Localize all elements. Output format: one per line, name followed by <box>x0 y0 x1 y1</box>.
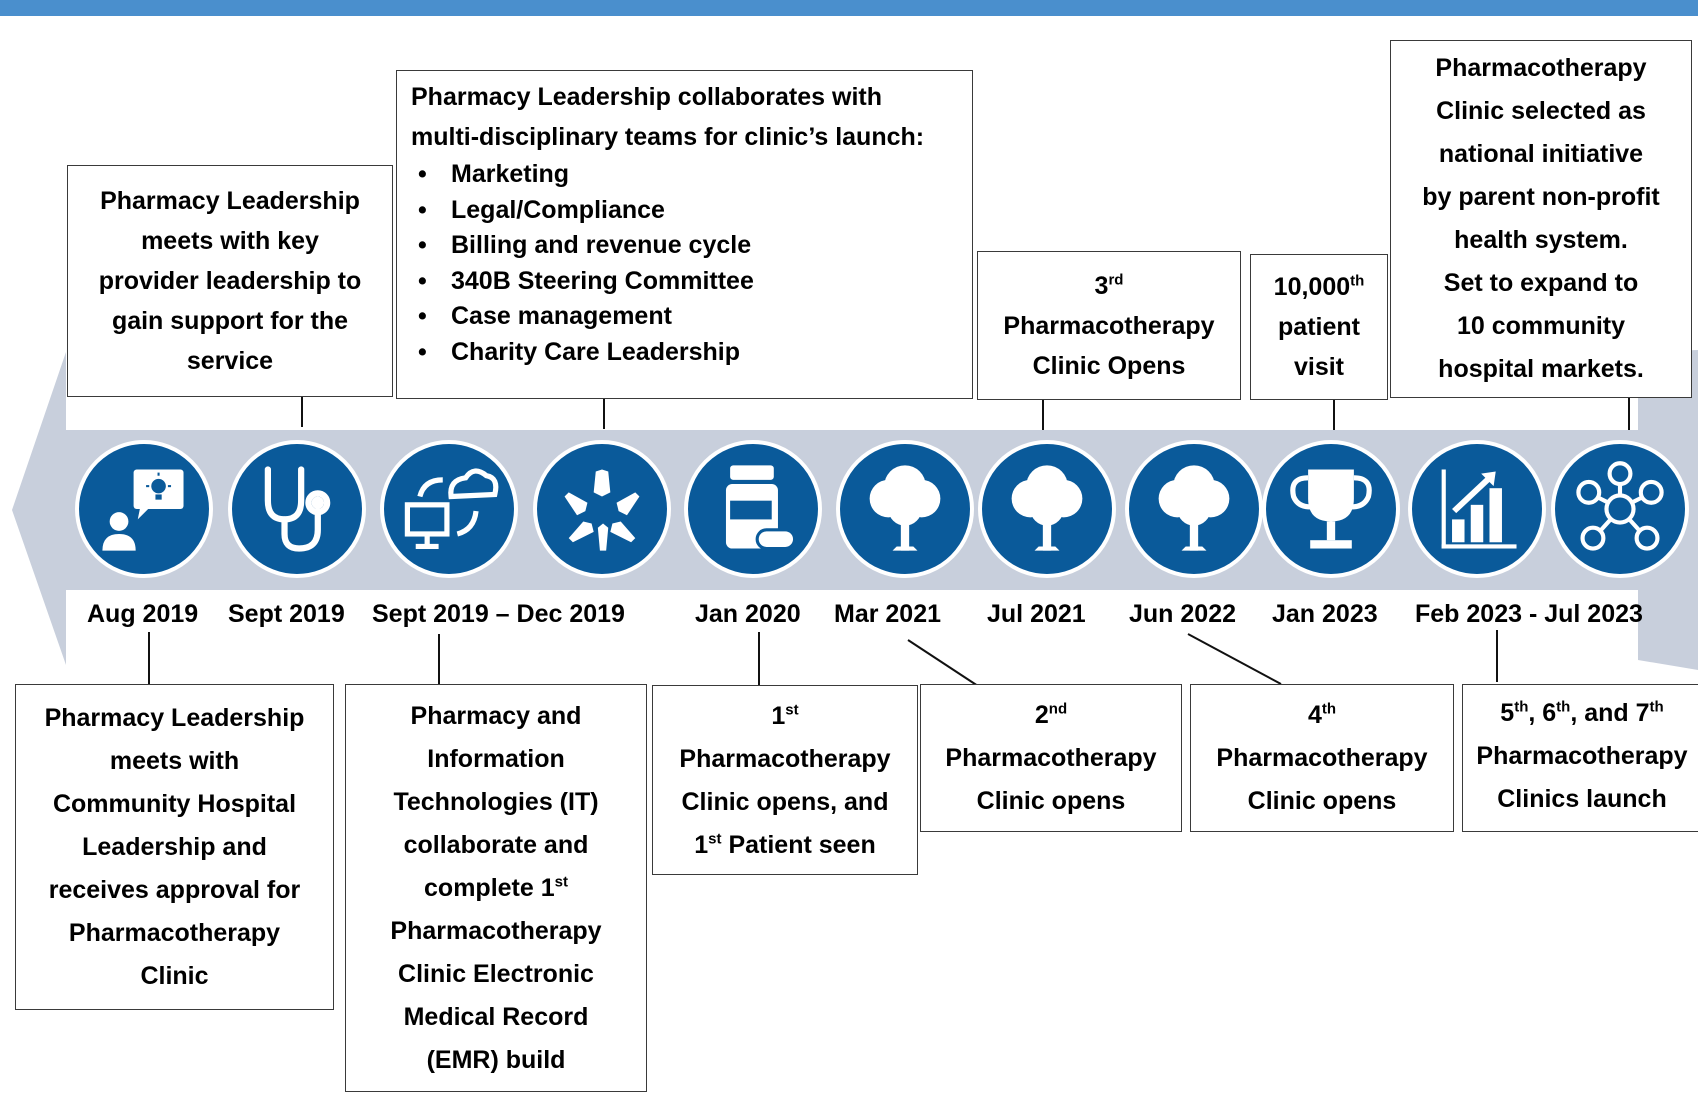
milestone-box-feb-jul-2023-launch: 5th, 6th, and 7th Pharmacotherapy Clinic… <box>1462 684 1698 832</box>
box-text: Pharmacy Leadership collaborates with <box>411 83 882 111</box>
box-text: by parent non-profit <box>1422 183 1660 211</box>
growth-chart-icon <box>1408 440 1546 578</box>
connector-line <box>1333 400 1335 430</box>
box-text: visit <box>1293 353 1345 381</box>
box-text: Pharmacy and <box>410 701 582 730</box>
box-text: 3rd <box>1094 271 1124 300</box>
tree-icon <box>1125 440 1263 578</box>
box-text: 2nd <box>1034 700 1068 729</box>
date-label: Jan 2020 <box>695 600 801 628</box>
connector-line <box>758 632 760 685</box>
team-list-item: Charity Care Leadership <box>418 335 754 371</box>
box-text: Pharmacotherapy <box>390 916 602 945</box>
box-text: Clinic Electronic <box>398 959 594 988</box>
team-list-item: Marketing <box>418 157 754 193</box>
milestone-box-jun-2022: 4th Pharmacotherapy Clinic opens <box>1190 684 1454 832</box>
milestone-box-jul-2021: 3rd Pharmacotherapy Clinic Opens <box>977 251 1241 400</box>
box-text: 10,000th <box>1273 272 1365 301</box>
box-text: meets with key <box>141 227 319 255</box>
date-label: Sept 2019 – Dec 2019 <box>372 600 625 628</box>
box-text: national initiative <box>1438 140 1644 168</box>
connector-line <box>301 397 303 427</box>
team-list-item: Billing and revenue cycle <box>418 228 754 264</box>
team-list-item: Case management <box>418 299 754 335</box>
milestone-box-feb-jul-2023: Pharmacotherapy Clinic selected as natio… <box>1390 40 1692 398</box>
box-text: Clinic <box>140 961 209 990</box>
box-text: meets with <box>109 746 240 775</box>
box-text: Pharmacotherapy <box>68 918 281 947</box>
milestone-box-mar-2021: 2nd Pharmacotherapy Clinic opens <box>920 684 1182 832</box>
box-text: Clinic Opens <box>1032 351 1186 380</box>
date-label: Aug 2019 <box>87 600 199 628</box>
stethoscope-icon <box>228 440 366 578</box>
box-text: complete 1st <box>424 873 568 902</box>
box-text: Technologies (IT) <box>393 787 599 816</box>
box-text: Medical Record <box>403 1002 589 1031</box>
milestone-box-sept-dec-2019-it: Pharmacy and Information Technologies (I… <box>345 684 647 1092</box>
box-text: (EMR) build <box>426 1045 566 1074</box>
box-text: provider leadership to <box>98 267 362 295</box>
milestone-box-sept-dec-2019: Pharmacy Leadership collaborates with mu… <box>396 70 973 399</box>
box-text: Pharmacotherapy <box>1476 742 1688 770</box>
box-text: Pharmacotherapy <box>1003 311 1215 340</box>
connector-line <box>1496 630 1498 682</box>
box-text: Pharmacotherapy <box>945 744 1157 772</box>
box-text: patient <box>1278 313 1360 341</box>
connector-line <box>1042 400 1044 430</box>
box-text: gain support for the <box>111 307 349 335</box>
box-text: Pharmacotherapy <box>1216 744 1428 772</box>
trophy-icon <box>1262 440 1400 578</box>
milestone-box-jan-2023: 10,000th patient visit <box>1250 254 1388 400</box>
box-text: Pharmacy Leadership <box>100 187 360 215</box>
box-text: Community Hospital <box>52 789 297 818</box>
box-text: Information <box>427 744 565 773</box>
tree-icon <box>836 440 974 578</box>
box-text: Pharmacy Leadership <box>44 703 305 732</box>
top-header-bar <box>0 0 1698 16</box>
box-text: 5th, 6th, and 7th <box>1500 698 1664 727</box>
date-label: Mar 2021 <box>834 600 942 628</box>
box-text: Clinic opens <box>976 787 1126 815</box>
milestone-box-jan-2020: 1st Pharmacotherapy Clinic opens, and 1s… <box>652 685 918 875</box>
box-text: Clinics launch <box>1497 785 1667 813</box>
box-text: health system. <box>1454 226 1628 254</box>
cloud-computer-sync-icon <box>380 440 518 578</box>
date-label: Jan 2023 <box>1272 600 1378 628</box>
box-text: 10 community <box>1456 312 1626 340</box>
milestone-box-sept-2019: Pharmacy Leadership meets with key provi… <box>67 165 393 397</box>
box-text: receives approval for <box>48 875 301 904</box>
box-text: 1st <box>771 701 799 730</box>
medicine-bottle-icon <box>684 440 822 578</box>
team-list: Marketing Legal/Compliance Billing and r… <box>411 157 754 370</box>
box-text: multi-disciplinary teams for clinic’s la… <box>411 123 925 151</box>
milestone-box-aug-2019: Pharmacy Leadership meets with Community… <box>15 684 334 1010</box>
connector-line <box>438 634 440 684</box>
connector-line <box>1628 398 1630 430</box>
box-text: service <box>186 347 274 375</box>
connector-line <box>148 632 150 684</box>
date-label: Jun 2022 <box>1129 600 1237 628</box>
box-text: Pharmacotherapy <box>1435 54 1647 82</box>
network-people-icon <box>1551 440 1689 578</box>
connector-line <box>603 397 605 429</box>
box-text: Pharmacotherapy <box>679 744 891 773</box>
box-text: 1st Patient seen <box>694 830 876 859</box>
box-text: Clinic selected as <box>1436 97 1646 125</box>
box-text: Clinic opens, and <box>681 787 889 816</box>
date-label: Jul 2021 <box>987 600 1086 628</box>
presentation-idea-icon <box>75 440 213 578</box>
box-text: 4th <box>1307 700 1337 729</box>
tree-icon <box>978 440 1116 578</box>
date-label: Feb 2023 - Jul 2023 <box>1415 600 1643 628</box>
box-text: Clinic opens <box>1247 787 1397 815</box>
box-text: hospital markets. <box>1438 355 1644 383</box>
collaboration-hands-icon <box>533 440 671 578</box>
date-label: Sept 2019 <box>228 600 345 628</box>
team-list-item: Legal/Compliance <box>418 193 754 229</box>
box-text: Leadership and <box>82 832 267 861</box>
team-list-item: 340B Steering Committee <box>418 264 754 300</box>
box-text: Set to expand to <box>1443 269 1639 297</box>
box-text: collaborate and <box>403 830 589 859</box>
